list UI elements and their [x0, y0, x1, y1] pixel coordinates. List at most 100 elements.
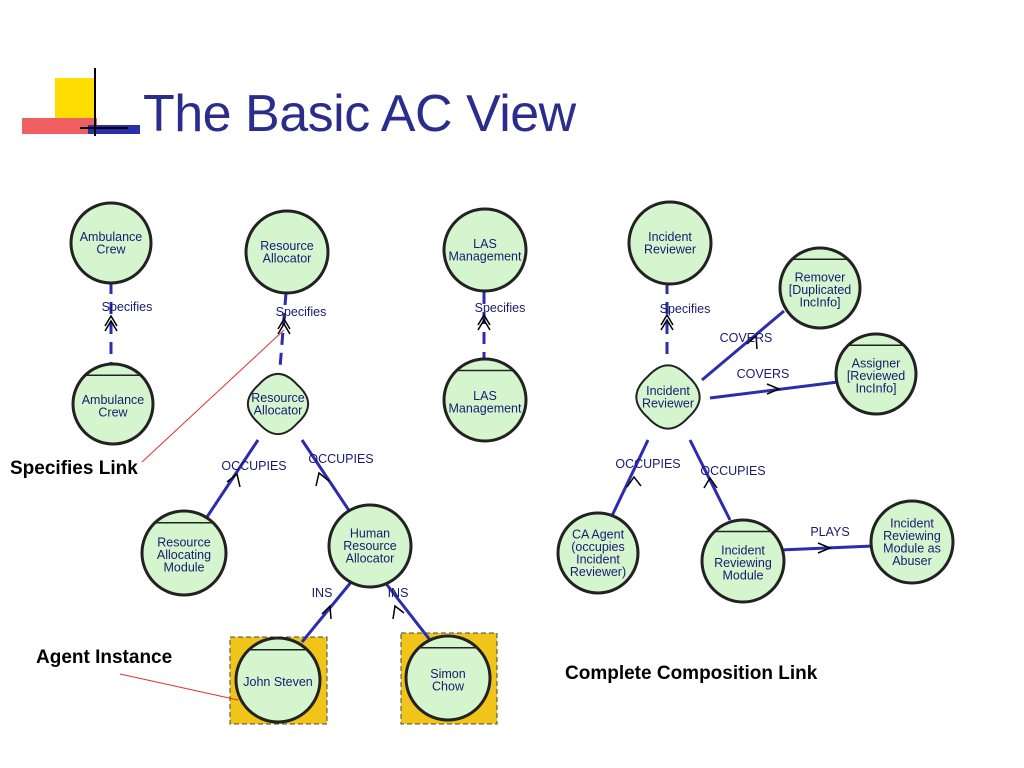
node-shape-incident-reviewer-top: [627, 200, 713, 286]
node-label-incident-reviewer-cloud: Reviewer: [642, 396, 694, 410]
node-label-assigner: IncInfo]: [856, 382, 897, 396]
node-label-incident-reviewing-module: Incident: [721, 544, 765, 558]
callout-agent-instance: Agent Instance: [36, 647, 173, 668]
node-label-incident-reviewing-module: Reviewing: [714, 556, 772, 570]
node-john-steven: John Steven: [234, 636, 322, 724]
node-label-ambulance-crew-top: Ambulance: [80, 230, 143, 244]
deco-red-bar: [22, 118, 97, 134]
node-label-resource-allocating-module: Allocating: [157, 548, 211, 562]
deco-yellow-square: [55, 78, 95, 118]
arrow-ins-simon: [392, 604, 405, 620]
deco-blue-bar: [88, 125, 140, 134]
node-shape-resource-allocator-cloud: [246, 372, 310, 436]
node-label-incident-reviewer-cloud: Incident: [646, 384, 690, 398]
arrow-specifies-incident: [660, 313, 674, 331]
node-label-remover: Remover: [795, 271, 846, 285]
edge-covers-assigner: [709, 380, 839, 400]
edge-covers-remover: [701, 309, 785, 382]
edge-occupies-hra: [300, 439, 352, 513]
edge-label-covers-remover: COVERS: [720, 331, 773, 345]
node-shape-ca-agent: [556, 511, 640, 595]
node-label-las-management-bottom: LAS: [473, 389, 497, 403]
node-shape-resource-allocating-module: [140, 509, 228, 597]
node-label-ca-agent: (occupies: [571, 540, 625, 554]
title-decoration-shapes: [22, 68, 140, 136]
arrow-ins-john: [321, 604, 332, 620]
node-label-resource-allocating-module: Module: [164, 561, 205, 575]
node-label-remover: [Duplicated: [789, 283, 852, 297]
arrow-specifies-resource: [277, 317, 291, 335]
node-label-resource-allocator-top: Allocator: [263, 251, 312, 265]
node-shape-incident-reviewing-module-abuser: [869, 499, 955, 585]
edge-label-specifies-ambulance: Specifies: [102, 300, 153, 314]
arrow-plays: [817, 542, 832, 554]
edge-label-ins-simon: INS: [388, 586, 409, 600]
arrow-specifies-ambulance: [104, 314, 118, 332]
title-decoration: [0, 0, 150, 150]
edge-label-specifies-resource: Specifies: [276, 305, 327, 319]
node-label-las-management-top: Management: [449, 249, 522, 263]
callout-composition-link: Complete Composition Link: [565, 663, 818, 684]
node-shape-ambulance-crew-top: [69, 201, 153, 285]
node-shape-human-resource-allocator: [327, 503, 413, 589]
node-label-remover: IncInfo]: [800, 296, 841, 310]
node-shape-incident-reviewing-module: [700, 518, 786, 604]
node-label-simon-chow: Simon: [430, 667, 465, 681]
arrow-specifies-las: [477, 313, 491, 331]
edge-label-specifies-las: Specifies: [475, 301, 526, 315]
arrow-occupies-ram: [226, 472, 241, 488]
node-shape-john-steven: [234, 636, 322, 724]
edge-occupies-ca: [608, 439, 650, 521]
edge-label-occupies-ca: OCCUPIES: [615, 457, 680, 471]
node-label-ambulance-crew-bottom: Crew: [98, 405, 128, 419]
nodes: AmbulanceCrewAmbulanceCrewResourceAlloca…: [69, 200, 955, 724]
node-label-incident-reviewing-module: Module: [723, 569, 764, 583]
arrow-occupies-hra: [315, 471, 330, 487]
node-shape-las-management-bottom: [442, 357, 528, 443]
node-label-ca-agent: Reviewer): [570, 565, 626, 579]
edge-label-ins-john: INS: [312, 586, 333, 600]
arrow-covers-remover: [746, 334, 758, 350]
agent-callout-pointer: [119, 673, 239, 701]
node-label-resource-allocator-cloud: Allocator: [254, 403, 303, 417]
edge-occupies-irm: [688, 439, 732, 521]
node-label-ca-agent: Incident: [576, 552, 620, 566]
edge-label-occupies-hra: OCCUPIES: [308, 452, 373, 466]
edge-label-covers-assigner: COVERS: [737, 367, 790, 381]
edge-label-occupies-irm: OCCUPIES: [700, 464, 765, 478]
arrow-occupies-irm: [703, 476, 718, 489]
node-label-human-resource-allocator: Human: [350, 527, 390, 541]
edge-label-specifies-incident: Specifies: [660, 302, 711, 316]
node-shape-incident-reviewer-cloud: [635, 364, 701, 430]
edge-specifies-resource: [278, 292, 288, 369]
node-label-ambulance-crew-top: Crew: [96, 242, 126, 256]
node-label-las-management-bottom: Management: [449, 401, 522, 415]
specifies-callout-pointer: [141, 329, 285, 463]
node-label-ca-agent: CA Agent: [572, 527, 625, 541]
edge-plays: [779, 544, 874, 552]
edge-label-plays: PLAYS: [810, 525, 849, 539]
edge-label-occupies-ram: OCCUPIES: [221, 459, 286, 473]
node-label-simon-chow: Chow: [432, 679, 465, 693]
edge-ins-simon: [382, 580, 432, 641]
node-shape-las-management-top: [442, 207, 528, 293]
node-label-resource-allocator-top: Resource: [260, 239, 314, 253]
node-label-incident-reviewer-top: Reviewer: [644, 242, 696, 256]
node-label-resource-allocating-module: Resource: [157, 536, 211, 550]
node-label-incident-reviewing-module-abuser: Module as: [883, 541, 941, 555]
node-shape-resource-allocator-top: [244, 209, 330, 295]
edges: [109, 282, 874, 643]
node-label-john-steven: John Steven: [243, 675, 313, 689]
